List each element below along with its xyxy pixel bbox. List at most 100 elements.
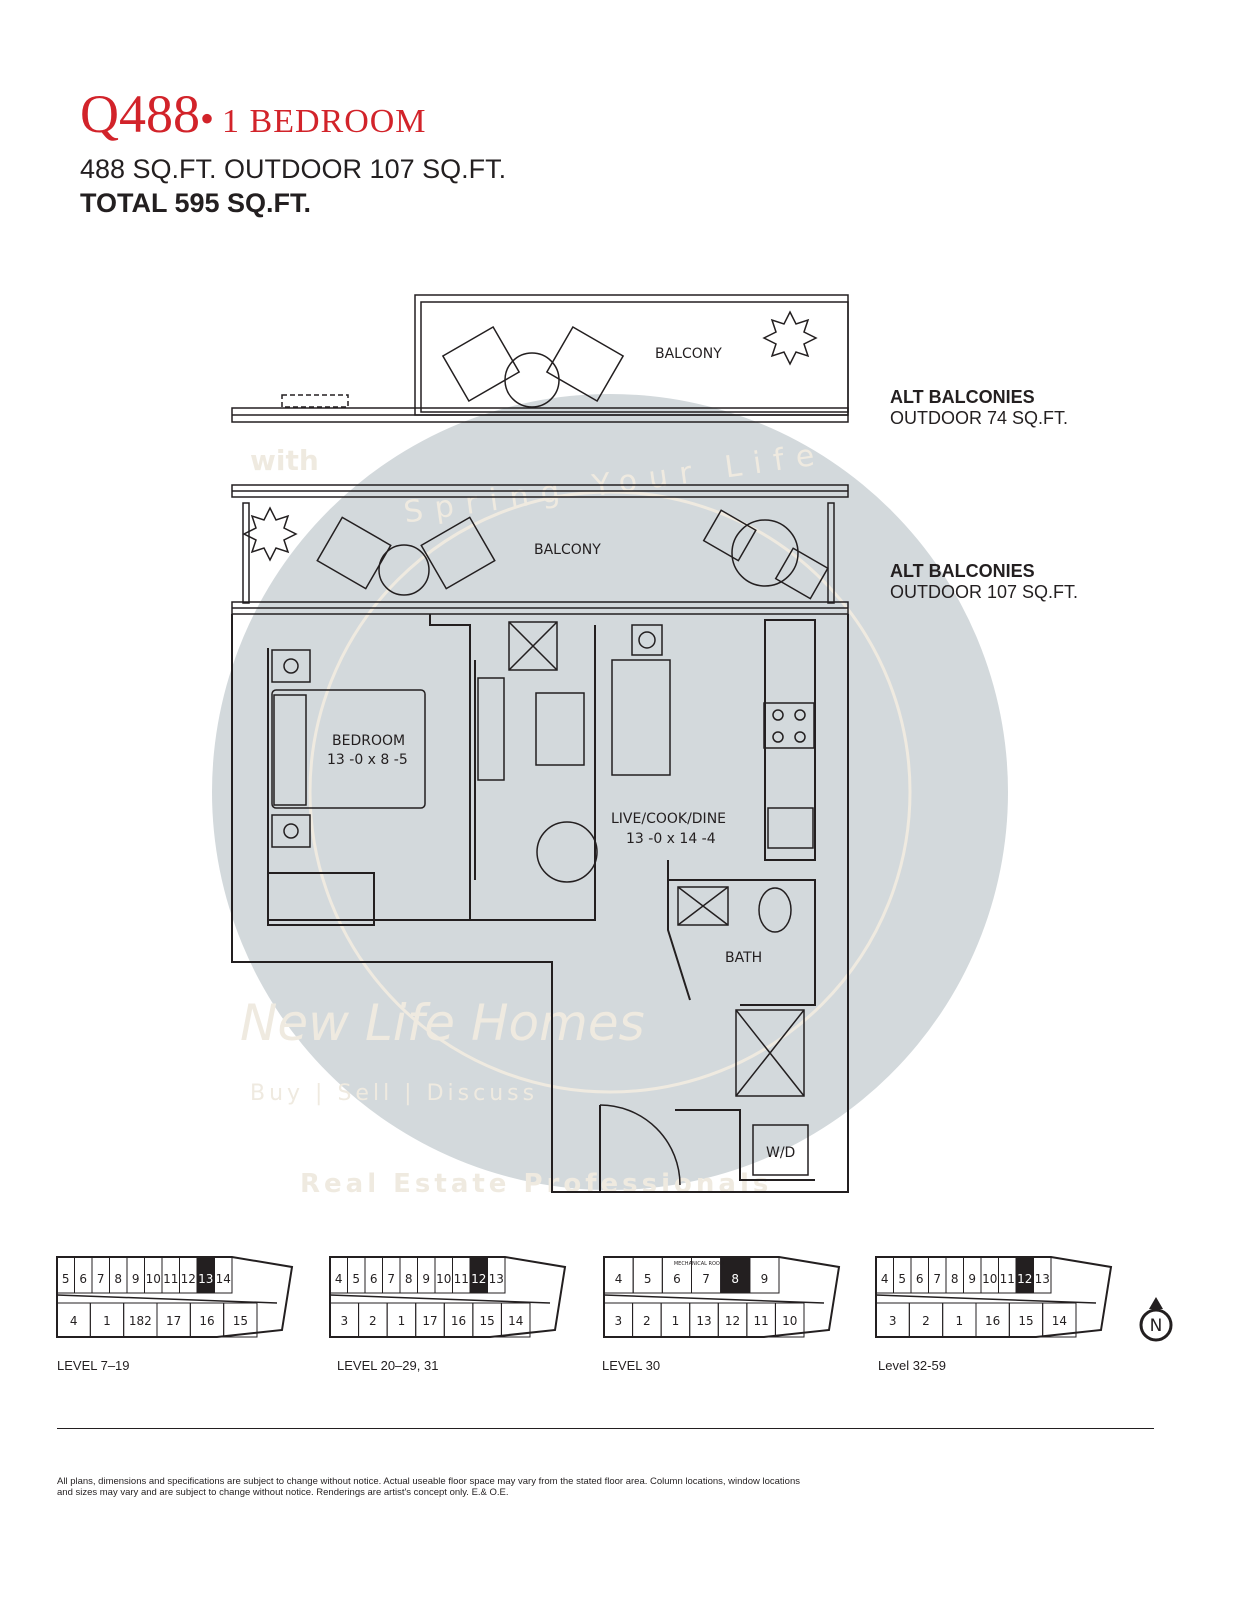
main-balcony bbox=[231, 484, 849, 615]
key-plan-unit-number: 11 bbox=[754, 1314, 769, 1328]
watermark-tagline: Buy | Sell | Discuss bbox=[250, 1081, 538, 1106]
key-plan-unit-number: 13 bbox=[1035, 1272, 1050, 1286]
key-plan-unit-number: 10 bbox=[782, 1314, 797, 1328]
room-dimension-bedroom: 13 -0 x 8 -5 bbox=[327, 752, 408, 768]
key-plan-unit-number: 17 bbox=[166, 1314, 181, 1328]
alt-balcony-area: OUTDOOR 74 SQ.FT. bbox=[890, 408, 1069, 428]
key-plan-unit-number: 5 bbox=[352, 1272, 360, 1286]
key-plan-unit-number: 4 bbox=[335, 1272, 343, 1286]
key-plan-unit bbox=[223, 1302, 258, 1338]
unit-walls bbox=[231, 614, 849, 1193]
watermark-brand: New Life Homes bbox=[240, 994, 645, 1052]
key-plan-unit-number: 2 bbox=[369, 1314, 377, 1328]
unit-code: Q488 bbox=[80, 84, 200, 144]
key-plan-unit-number: 15 bbox=[1018, 1314, 1033, 1328]
alt-balcony-74: ALT BALCONIES OUTDOOR 74 SQ.FT. bbox=[890, 387, 1068, 429]
key-plan-unit-number: 10 bbox=[982, 1272, 997, 1286]
disclaimer: All plans, dimensions and specifications… bbox=[57, 1476, 800, 1498]
key-plan-unit-number: 7 bbox=[702, 1272, 710, 1286]
key-plan-unit-number: 4 bbox=[615, 1272, 623, 1286]
watermark-ring bbox=[308, 490, 912, 1094]
key-plan-unit-number: 14 bbox=[1052, 1314, 1067, 1328]
key-plan-unit-number: 12 bbox=[471, 1272, 486, 1286]
key-plan-unit bbox=[214, 1256, 233, 1294]
key-plan-unit-number: 1 bbox=[398, 1314, 406, 1328]
key-plan-unit-number: 5 bbox=[898, 1272, 906, 1286]
level-label: LEVEL 7–19 bbox=[57, 1358, 130, 1373]
key-plan-unit-number: 12 bbox=[1017, 1272, 1032, 1286]
key-plan-unit-number: 3 bbox=[340, 1314, 348, 1328]
key-plan-unit-number: 8 bbox=[405, 1272, 413, 1286]
key-plan-unit-highlight bbox=[720, 1256, 751, 1294]
key-plan-unit-number: 9 bbox=[132, 1272, 140, 1286]
key-plan-unit-number: 7 bbox=[387, 1272, 395, 1286]
key-plan-unit-number: 7 bbox=[97, 1272, 105, 1286]
key-plan-unit-number: 6 bbox=[370, 1272, 378, 1286]
key-plan-unit-number: 16 bbox=[451, 1314, 466, 1328]
key-plan-unit-number: 4 bbox=[70, 1314, 78, 1328]
key-plan-unit-number: 13 bbox=[489, 1272, 504, 1286]
room-dimension-living: 13 -0 x 14 -4 bbox=[626, 831, 716, 847]
key-plan-unit-number: 7 bbox=[933, 1272, 941, 1286]
fixtures bbox=[271, 621, 815, 1186]
key-plan-unit bbox=[500, 1302, 531, 1338]
alt-balcony-title: ALT BALCONIES bbox=[890, 387, 1035, 407]
alt-balcony-title: ALT BALCONIES bbox=[890, 561, 1035, 581]
key-plan-unit-number: 4 bbox=[881, 1272, 889, 1286]
key-plan-unit-number: 2 bbox=[922, 1314, 930, 1328]
key-plan-unit-number: 11 bbox=[1000, 1272, 1015, 1286]
key-plan-unit bbox=[1042, 1302, 1077, 1338]
watermark-bottom-arc: Real Estate Professionals bbox=[300, 1169, 772, 1199]
key-plan-unit-number: 10 bbox=[146, 1272, 161, 1286]
key-plan-unit-number: 3 bbox=[889, 1314, 897, 1328]
key-plan-unit-number: 11 bbox=[454, 1272, 469, 1286]
watermark-circle bbox=[212, 394, 1008, 1190]
watermark-with: with bbox=[250, 444, 319, 477]
key-plan-unit-number: 5 bbox=[62, 1272, 70, 1286]
key-plan-unit bbox=[1033, 1256, 1052, 1294]
alt-balcony-107: ALT BALCONIES OUTDOOR 107 SQ.FT. bbox=[890, 561, 1078, 603]
room-label-bath: BATH bbox=[725, 950, 762, 966]
key-plan-unit-number: 1 bbox=[956, 1314, 964, 1328]
alt-balcony-area: OUTDOOR 107 SQ.FT. bbox=[890, 582, 1079, 602]
key-plan-unit-number: 8 bbox=[114, 1272, 122, 1286]
level-label: Level 32-59 bbox=[878, 1358, 946, 1373]
key-plan-unit-number: 2 bbox=[643, 1314, 651, 1328]
key-plan-unit-number: 9 bbox=[761, 1272, 769, 1286]
key-plan-unit-number: 1 bbox=[672, 1314, 680, 1328]
key-plan-unit-number: 8 bbox=[951, 1272, 959, 1286]
key-plan-unit-number: 3 bbox=[614, 1314, 622, 1328]
floor-plan: Spring Your Life with New Life Homes Buy… bbox=[212, 294, 1008, 1199]
room-label-bedroom: BEDROOM bbox=[332, 733, 405, 749]
key-plan-unit-number: 15 bbox=[233, 1314, 248, 1328]
divider bbox=[57, 1428, 1154, 1429]
key-plan-unit-number: 9 bbox=[422, 1272, 430, 1286]
room-label-wd: W/D bbox=[766, 1145, 795, 1161]
key-plan-unit-number: 5 bbox=[644, 1272, 652, 1286]
area-line: 488 SQ.FT. OUTDOOR 107 SQ.FT. bbox=[80, 154, 507, 184]
unit-type: 1 BEDROOM bbox=[222, 103, 427, 140]
key-plan-unit-number: 13 bbox=[198, 1272, 213, 1286]
key-plan-unit-number: 6 bbox=[79, 1272, 87, 1286]
key-plan-unit-number: 8 bbox=[731, 1272, 739, 1286]
key-plan-unit-number: 6 bbox=[673, 1272, 681, 1286]
key-plan-unit-number: 14 bbox=[216, 1272, 231, 1286]
key-plan-unit bbox=[774, 1302, 805, 1338]
key-plan-unit-number: 16 bbox=[199, 1314, 214, 1328]
unit-title: Q488•1 BEDROOM bbox=[80, 84, 427, 152]
key-plan-unit-number: 11 bbox=[163, 1272, 178, 1286]
unit-dot: • bbox=[200, 96, 215, 141]
north-compass-icon: N bbox=[1139, 1295, 1173, 1345]
room-label-living: LIVE/COOK/DINE bbox=[611, 811, 726, 827]
key-plan-unit-number: 6 bbox=[916, 1272, 924, 1286]
key-plan-unit-number: 10 bbox=[436, 1272, 451, 1286]
key-plan-unit-number: 13 bbox=[696, 1314, 711, 1328]
level-label: LEVEL 30 bbox=[602, 1358, 661, 1373]
key-plan-unit-number: 12 bbox=[181, 1272, 196, 1286]
room-label-balcony-alt: BALCONY bbox=[655, 346, 722, 362]
